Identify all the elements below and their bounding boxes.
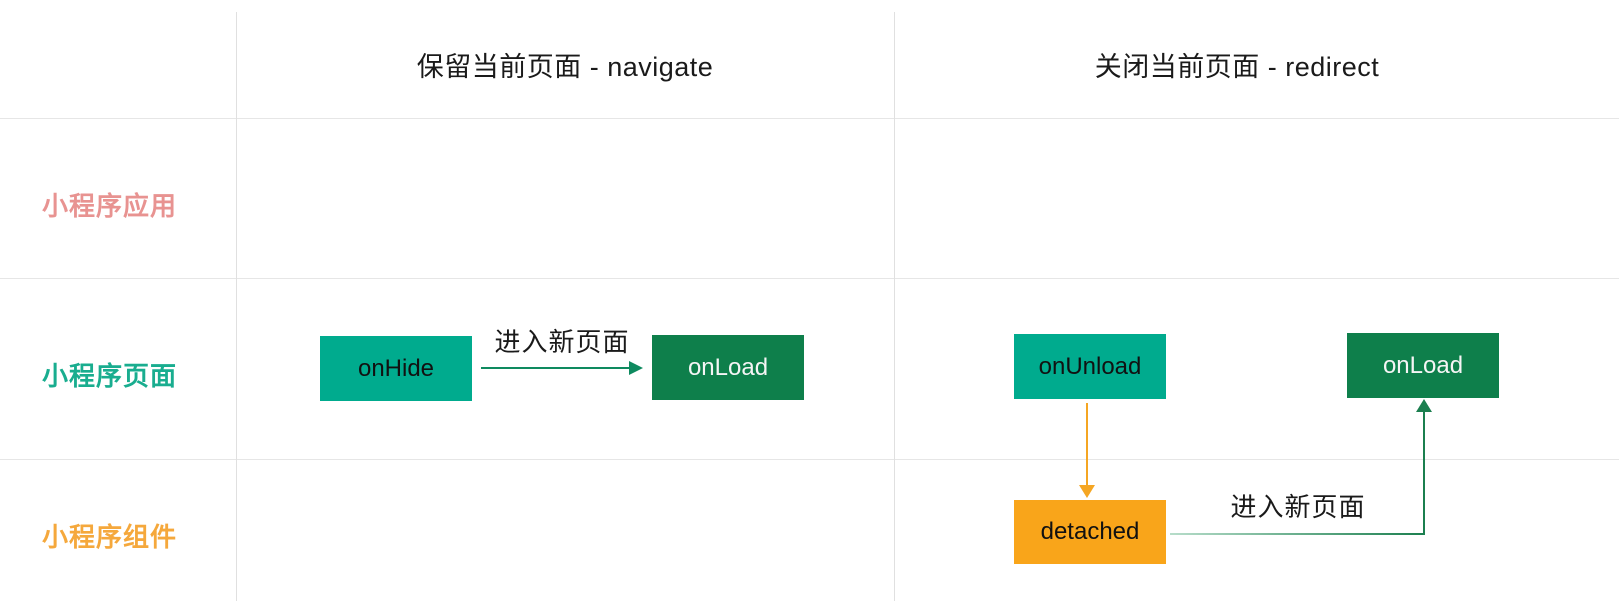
redirect-arrow-label: 进入新页面 xyxy=(1230,492,1366,522)
row-label-miniprogram-app: 小程序应用 xyxy=(42,191,178,221)
row-label-miniprogram-component: 小程序组件 xyxy=(42,522,178,552)
unload-to-detached-arrow-line xyxy=(1086,403,1088,487)
navigate-arrowhead-icon xyxy=(629,361,643,375)
box-onunload: onUnload xyxy=(1014,334,1166,399)
grid-hline-row1 xyxy=(0,278,1619,279)
row-label-miniprogram-page: 小程序页面 xyxy=(42,361,178,391)
column-header-redirect: 关闭当前页面 - redirect xyxy=(1094,52,1380,82)
column-header-navigate: 保留当前页面 - navigate xyxy=(416,52,714,82)
detached-to-onload-arrow-hline xyxy=(1170,533,1425,535)
box-detached: detached xyxy=(1014,500,1166,564)
navigate-arrow-line xyxy=(481,367,629,369)
box-onhide: onHide xyxy=(320,336,472,401)
grid-vline-columns xyxy=(894,12,895,601)
detached-to-onload-arrowhead-icon xyxy=(1416,399,1432,412)
grid-hline-header xyxy=(0,118,1619,119)
unload-to-detached-arrowhead-icon xyxy=(1079,485,1095,498)
box-onload-navigate: onLoad xyxy=(652,335,804,400)
navigate-arrow-label: 进入新页面 xyxy=(494,327,630,357)
detached-to-onload-arrow-vline xyxy=(1423,410,1425,535)
grid-hline-row2 xyxy=(0,459,1619,460)
box-onload-redirect: onLoad xyxy=(1347,333,1499,398)
grid-vline-labels xyxy=(236,12,237,601)
